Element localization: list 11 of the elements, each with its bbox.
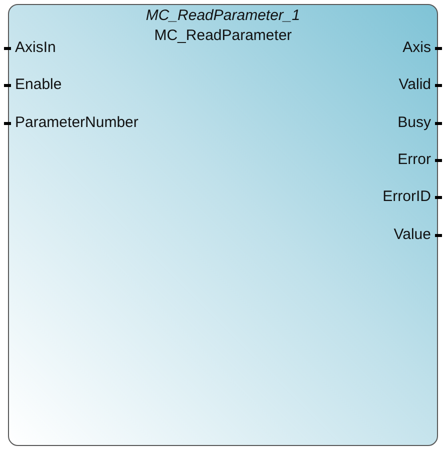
output-pin-label: Error xyxy=(398,150,431,169)
output-pin-label: Busy xyxy=(398,114,431,132)
input-pin-label: AxisIn xyxy=(15,39,56,57)
output-pin-label: ErrorID xyxy=(382,188,431,206)
input-pin-label: ParameterNumber xyxy=(15,114,138,132)
block-type-name: MC_ReadParameter xyxy=(153,27,293,45)
output-pin-label: Valid xyxy=(398,76,431,94)
output-pin-label: Value xyxy=(394,226,431,244)
instance-name: MC_ReadParameter_1 xyxy=(144,7,302,25)
input-pin-label: Enable xyxy=(15,76,62,94)
output-pin-label: Axis xyxy=(402,39,431,57)
